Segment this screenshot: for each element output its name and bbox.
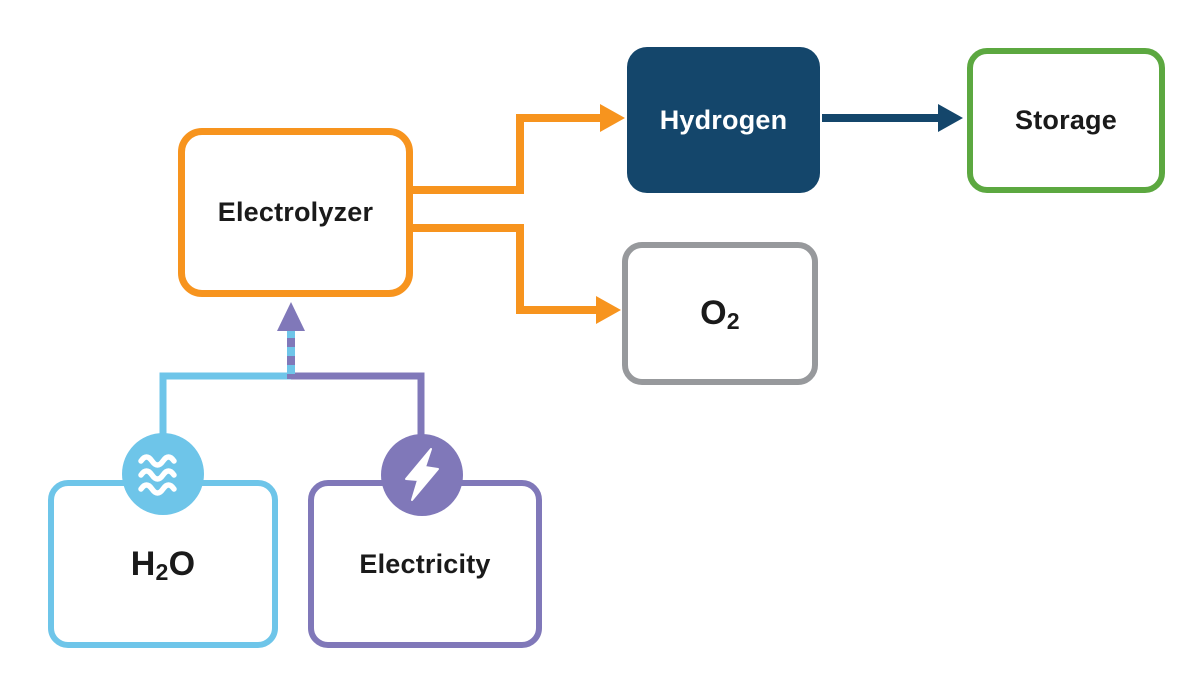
edge-electricity-to-junction <box>291 372 425 438</box>
arrowhead-to-oxygen-icon <box>596 296 621 324</box>
electrolyzer-label: Electrolyzer <box>217 197 374 227</box>
storage-label: Storage <box>1015 105 1117 135</box>
oxygen-label: O2 <box>700 294 740 335</box>
arrowhead-to-storage-icon <box>938 104 963 132</box>
edge-electrolyzer-to-hydrogen <box>413 114 602 194</box>
node-storage: Storage <box>967 48 1165 193</box>
edge-electrolyzer-to-oxygen <box>413 224 598 314</box>
arrowhead-to-hydrogen-icon <box>600 104 625 132</box>
node-oxygen: O2 <box>622 242 818 385</box>
node-electrolyzer: Electrolyzer <box>178 128 413 297</box>
electricity-label: Electricity <box>359 548 491 579</box>
water-label: H2O <box>130 544 196 585</box>
water-waves-icon <box>122 433 204 515</box>
node-hydrogen: Hydrogen <box>627 47 820 193</box>
arrowhead-to-electrolyzer-icon <box>277 302 305 331</box>
lightning-bolt-icon <box>381 434 463 516</box>
edge-water-to-junction <box>159 372 291 438</box>
hydrogen-label: Hydrogen <box>659 104 788 135</box>
